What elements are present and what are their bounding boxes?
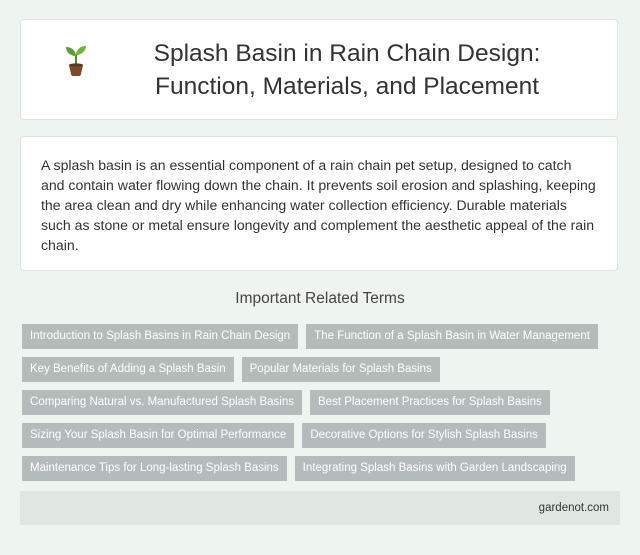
footer-site-link[interactable]: gardenot.com	[538, 502, 609, 514]
footer: gardenot.com	[20, 491, 620, 525]
related-term-tag[interactable]: Sizing Your Splash Basin for Optimal Per…	[22, 423, 295, 448]
related-term-tag[interactable]: Maintenance Tips for Long-lasting Splash…	[22, 456, 287, 481]
page-title: Splash Basin in Rain Chain Design: Funct…	[153, 39, 541, 100]
related-term-tag[interactable]: Comparing Natural vs. Manufactured Splas…	[22, 390, 302, 415]
title-card: Splash Basin in Rain Chain Design: Funct…	[20, 19, 618, 120]
related-term-tag[interactable]: The Function of a Splash Basin in Water …	[306, 324, 598, 349]
related-term-tag[interactable]: Best Placement Practices for Splash Basi…	[310, 390, 550, 415]
related-term-tag[interactable]: Integrating Splash Basins with Garden La…	[294, 456, 575, 481]
related-term-tag[interactable]: Key Benefits of Adding a Splash Basin	[22, 357, 234, 382]
related-term-tag[interactable]: Decorative Options for Stylish Splash Ba…	[302, 423, 546, 448]
related-term-tag[interactable]: Popular Materials for Splash Basins	[241, 357, 440, 382]
sprout-icon	[66, 45, 86, 76]
description-card: A splash basin is an essential component…	[20, 136, 618, 271]
title-wrap: Splash Basin in Rain Chain Design: Funct…	[21, 37, 617, 103]
related-term-tag[interactable]: Introduction to Splash Basins in Rain Ch…	[22, 324, 299, 349]
related-terms-list: Introduction to Splash Basins in Rain Ch…	[22, 324, 622, 481]
description-text: A splash basin is an essential component…	[41, 157, 596, 253]
related-terms-heading: Important Related Terms	[235, 290, 405, 307]
